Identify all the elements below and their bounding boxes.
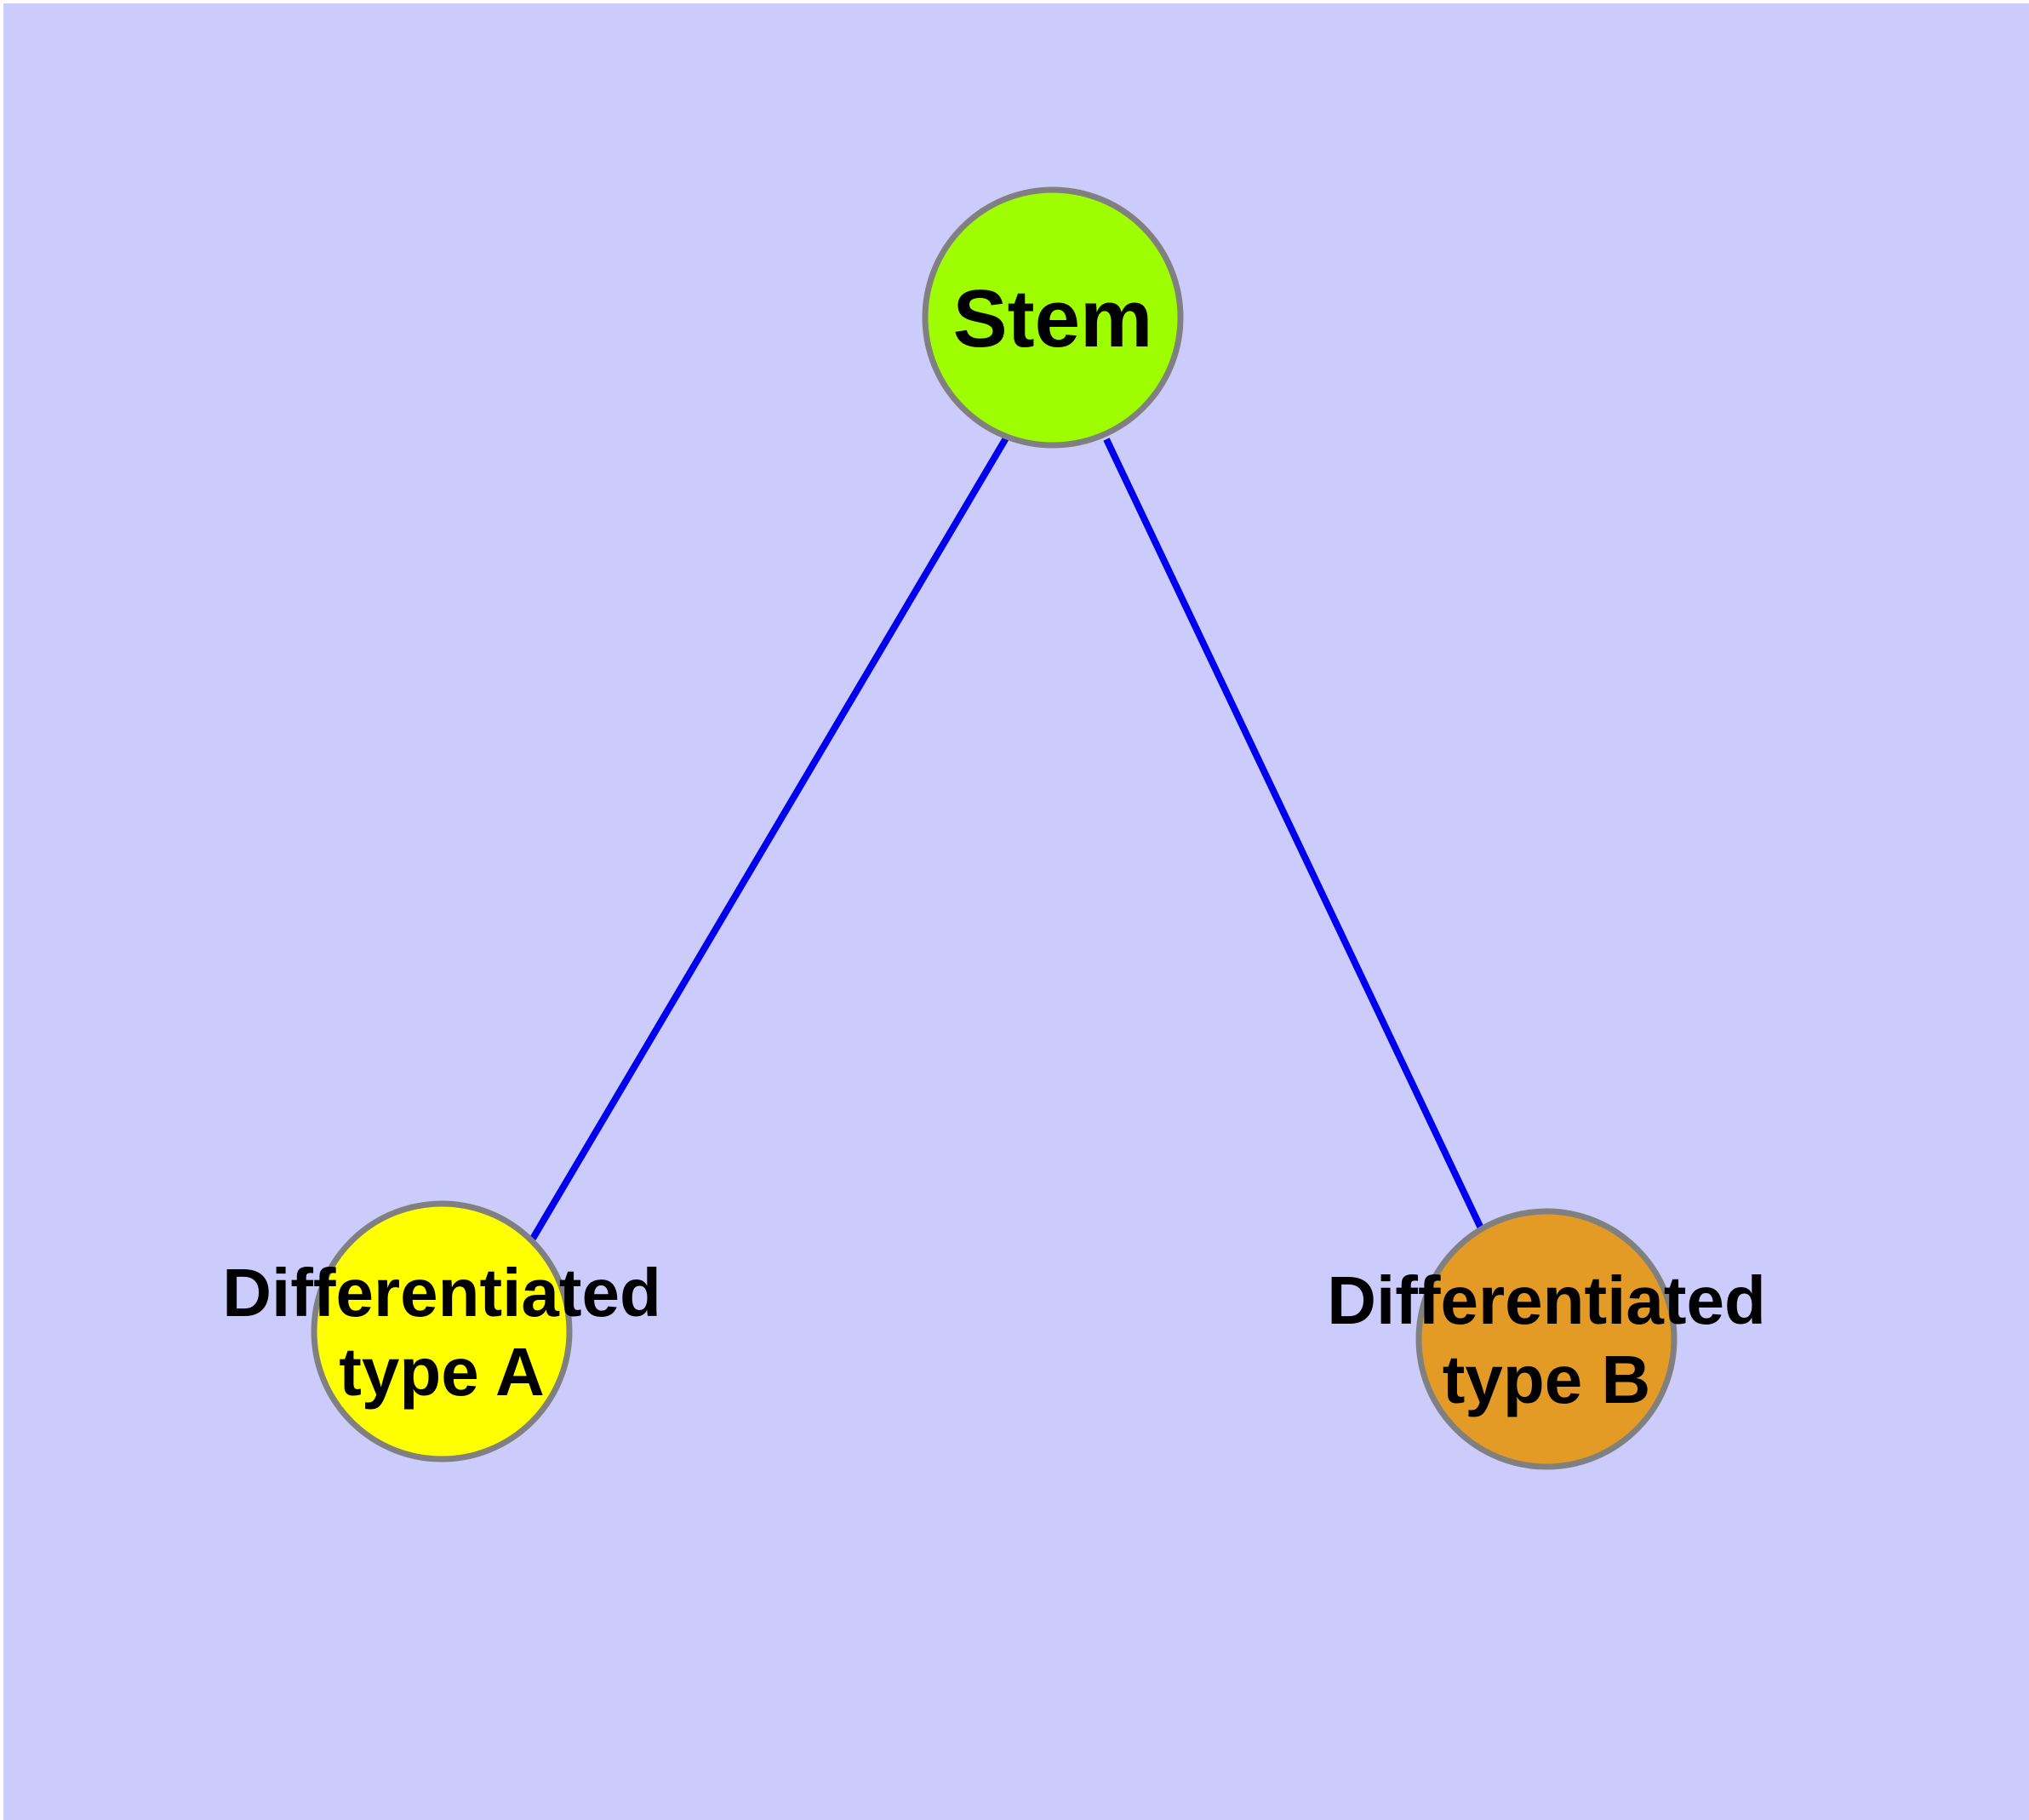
node-stem[interactable]: Stem [922,186,1184,449]
node-stem-circle[interactable] [922,186,1184,449]
edge-stem-to-diff-b[interactable] [1103,438,1486,1233]
edge-stem-to-diff-a[interactable] [529,434,1010,1241]
node-diff-b-circle[interactable] [1415,1208,1677,1470]
edge-layer [529,434,1486,1241]
node-diff-a-circle[interactable] [311,1200,573,1462]
node-stem-label: Stem [953,273,1153,364]
